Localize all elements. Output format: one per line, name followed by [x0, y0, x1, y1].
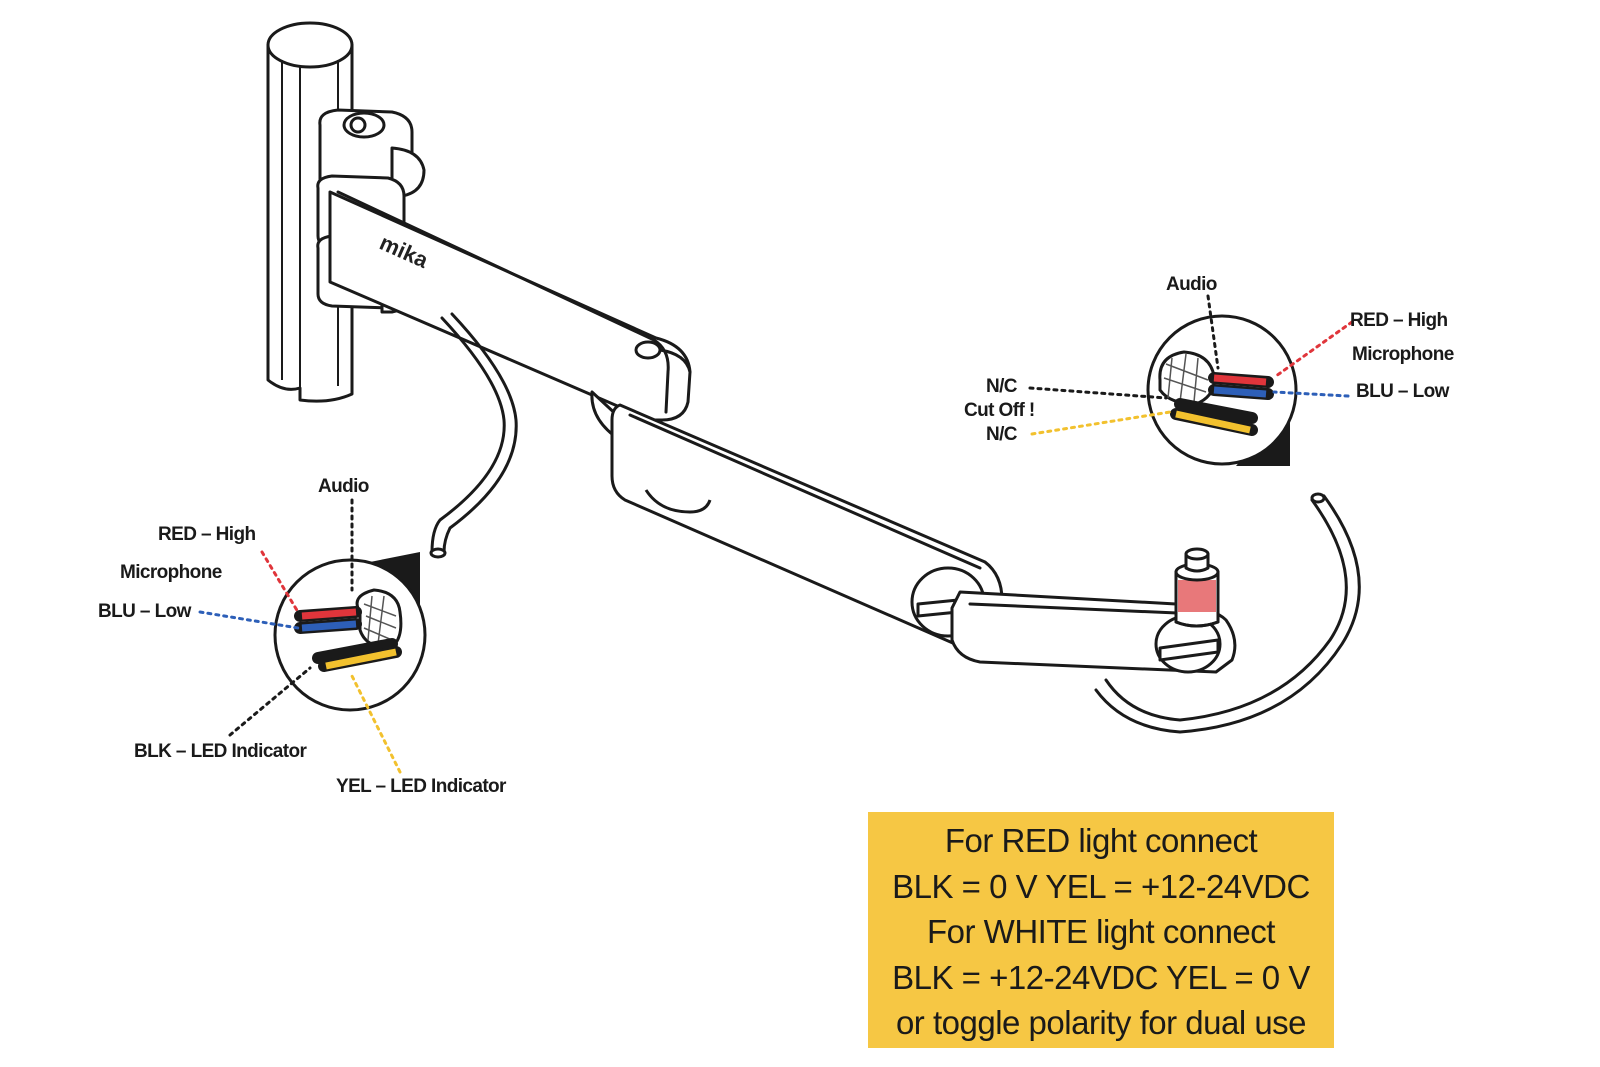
right-wiring-inset: Audio RED – High Microphone BLU – Low N/… — [964, 274, 1454, 466]
right-blu-label: BLU – Low — [1356, 381, 1450, 402]
note-line-2: BLK = 0 V YEL = +12-24VDC — [892, 867, 1310, 905]
left-audio-label: Audio — [318, 476, 369, 497]
right-microphone-label: Microphone — [1352, 344, 1454, 365]
right-red-label: RED – High — [1350, 310, 1447, 331]
right-cutoff-label: Cut Off ! — [964, 400, 1035, 421]
note-box-background — [868, 812, 1334, 1048]
note-line-3: For WHITE light connect — [927, 913, 1275, 950]
left-yel-label: YEL – LED Indicator — [336, 776, 507, 797]
signal-lamp — [1174, 547, 1220, 628]
left-red-label: RED – High — [158, 524, 255, 545]
note-line-1: For RED light connect — [944, 822, 1258, 859]
note-line-4: BLK = +12-24VDC YEL = 0 V — [892, 958, 1310, 996]
upper-arm: mika — [328, 190, 692, 422]
lower-arm — [590, 390, 1004, 656]
left-wiring-inset: Audio RED – High Microphone BLU – Low BL… — [98, 476, 508, 797]
right-nc2-label: N/C — [986, 424, 1018, 445]
right-nc1-label: N/C — [986, 376, 1018, 397]
note-line-5: or toggle polarity for dual use — [895, 1004, 1307, 1041]
lamp-red-band — [1178, 580, 1216, 612]
left-microphone-label: Microphone — [120, 562, 222, 583]
right-audio-label: Audio — [1166, 274, 1217, 295]
left-blu-label: BLU – Low — [98, 601, 192, 622]
cables — [429, 312, 1361, 734]
wiring-note: For RED light connect BLK = 0 V YEL = +1… — [868, 812, 1334, 1048]
left-blk-label: BLK – LED Indicator — [134, 741, 307, 762]
forearm — [950, 590, 1237, 674]
